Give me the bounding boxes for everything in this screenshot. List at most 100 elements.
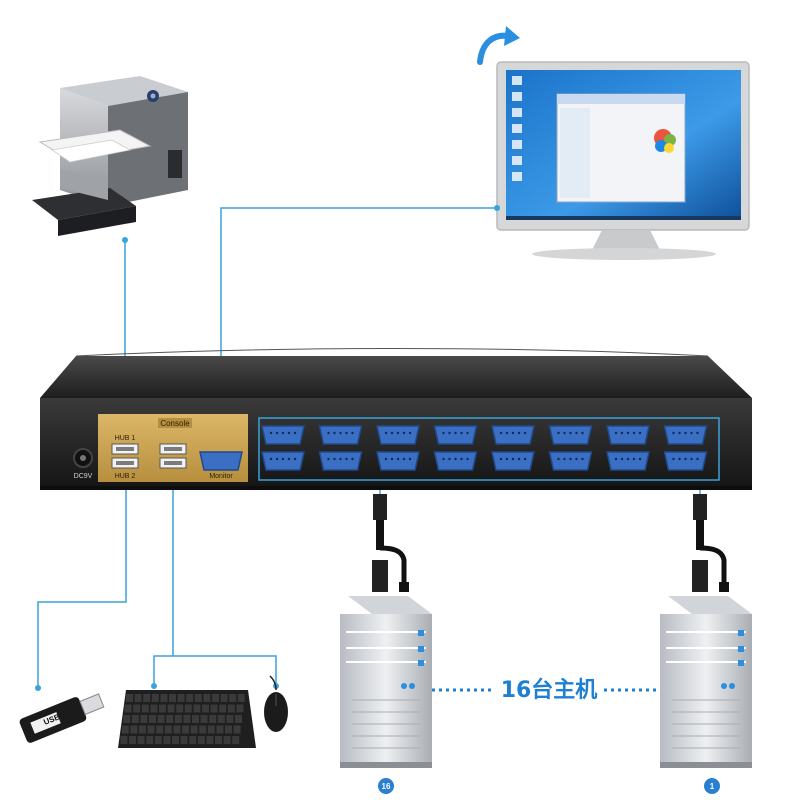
vga-port <box>663 451 708 471</box>
keyboard-key <box>226 715 234 723</box>
vga-port <box>663 425 708 445</box>
vga-pin <box>696 431 699 435</box>
vga-pin <box>327 431 330 435</box>
vga-pin <box>448 431 451 435</box>
keyboard-key <box>141 704 149 713</box>
vga-port <box>318 451 363 471</box>
vga-port-grid <box>261 425 708 471</box>
keyboard-key <box>216 725 224 734</box>
vga-pin <box>499 457 503 461</box>
vga-pin <box>408 457 412 461</box>
vga-pin <box>678 457 681 461</box>
vga-pin <box>454 431 457 435</box>
vga-port <box>433 451 478 471</box>
keyboard-key <box>186 694 194 702</box>
keyboard-key <box>126 694 133 702</box>
keyboard-key <box>151 694 159 702</box>
dc-label: DC9V <box>74 473 93 480</box>
keyboard-key <box>189 736 197 744</box>
vga-pin <box>672 457 675 461</box>
vga-port <box>261 425 305 445</box>
vga-pin <box>523 457 527 461</box>
vga-port <box>491 451 535 471</box>
keyboard-key <box>229 694 237 702</box>
keyboard-key <box>147 725 155 734</box>
vga-pin <box>505 431 509 435</box>
keyboard-key <box>172 736 179 744</box>
keyboard-key <box>227 704 235 713</box>
vga-pin <box>523 431 527 435</box>
vga-pin <box>632 431 636 435</box>
vga-pin <box>466 431 469 435</box>
monitor-port-label: Monitor <box>209 473 233 480</box>
keyboard-key <box>193 704 201 713</box>
keyboard-key <box>200 715 208 723</box>
vga-pin <box>287 431 291 435</box>
vga-pin <box>442 457 445 461</box>
vga-pin <box>684 457 687 461</box>
vga-pin <box>351 457 354 461</box>
keyboard-key <box>192 715 199 723</box>
keyboard-key <box>202 704 209 713</box>
keyboard-key <box>146 736 154 744</box>
vga-pin <box>269 457 273 461</box>
vga-pin <box>396 457 400 461</box>
keyboard-key <box>159 704 166 713</box>
vga-pin <box>293 457 297 461</box>
keyboard-key <box>134 694 142 702</box>
rotate-arrow-icon <box>477 26 520 65</box>
vga-pin <box>511 431 515 435</box>
vga-pin <box>626 457 630 461</box>
vga-pin <box>396 431 400 435</box>
vga-pin <box>575 457 578 461</box>
vga-cable-icon <box>692 494 729 592</box>
keyboard-key <box>215 736 222 744</box>
vga-pin <box>339 431 342 435</box>
keyboard-key <box>130 725 138 734</box>
keyboard-key <box>143 694 151 702</box>
vga-pin <box>557 431 560 435</box>
vga-port <box>491 425 535 445</box>
vga-pin <box>620 431 624 435</box>
host-number-left: 16 <box>382 782 391 791</box>
vga-pin <box>402 457 406 461</box>
vga-pin <box>384 431 388 435</box>
keyboard-key <box>207 725 215 734</box>
vga-port <box>606 451 650 471</box>
vga-pin <box>511 457 515 461</box>
vga-pin <box>517 431 521 435</box>
keyboard-key <box>176 704 184 713</box>
vga-pin <box>569 431 572 435</box>
vga-pin <box>672 431 675 435</box>
host-count-label: 16台主机 <box>501 677 598 703</box>
vga-pin <box>345 457 348 461</box>
server-tower-icon <box>660 596 752 768</box>
vga-pin <box>678 431 681 435</box>
vga-pin <box>293 431 297 435</box>
vga-pin <box>614 431 618 435</box>
keyboard-key <box>169 694 176 702</box>
vga-port <box>318 425 363 445</box>
vga-pin <box>333 431 336 435</box>
server-tower-icon <box>340 596 432 768</box>
keyboard-key <box>223 736 231 744</box>
hub1-label: HUB 1 <box>115 435 136 442</box>
vga-pin <box>626 431 630 435</box>
keyboard-key <box>197 736 205 744</box>
vga-pin <box>466 457 469 461</box>
vga-pin <box>281 457 285 461</box>
vga-pin <box>684 431 687 435</box>
keyboard-key <box>156 725 164 734</box>
vga-port <box>433 425 478 445</box>
vga-port <box>548 425 593 445</box>
keyboard-key <box>131 715 139 723</box>
vga-port <box>376 425 420 445</box>
vga-pin <box>632 457 636 461</box>
keyboard-key <box>183 715 191 723</box>
vga-pin <box>448 457 451 461</box>
keyboard-key <box>140 715 148 723</box>
keyboard-key <box>150 704 158 713</box>
vga-port <box>376 451 420 471</box>
vga-pin <box>581 431 584 435</box>
keyboard-key <box>235 715 242 723</box>
